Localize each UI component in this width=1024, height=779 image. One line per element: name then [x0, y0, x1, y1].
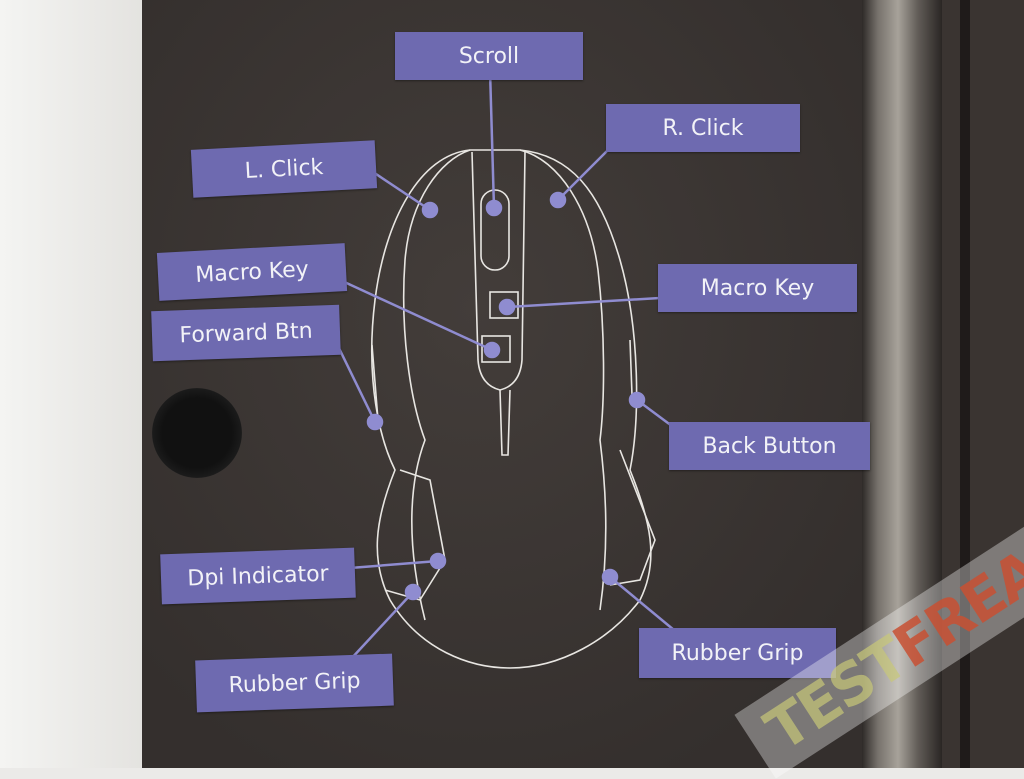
rubber-grip-right-label: Rubber Grip [639, 628, 836, 678]
scroll-label: Scroll [395, 32, 583, 80]
box-seam [960, 0, 970, 768]
background-surface [0, 0, 142, 768]
macro-key-right-label: Macro Key [658, 264, 857, 312]
adjacent-box [942, 0, 1024, 768]
mouse-outline [370, 149, 656, 669]
back-button-label: Back Button [669, 422, 870, 470]
left-click-label: L. Click [190, 140, 378, 198]
velcro-dot [152, 388, 242, 478]
dpi-indicator-label: Dpi Indicator [160, 547, 356, 605]
box-edge [862, 0, 942, 768]
rubber-grip-left-label: Rubber Grip [195, 653, 394, 713]
macro-key-left-label: Macro Key [156, 243, 348, 301]
forward-button-label: Forward Btn [151, 304, 341, 362]
right-click-label: R. Click [606, 104, 800, 152]
leader-lines [333, 69, 681, 661]
